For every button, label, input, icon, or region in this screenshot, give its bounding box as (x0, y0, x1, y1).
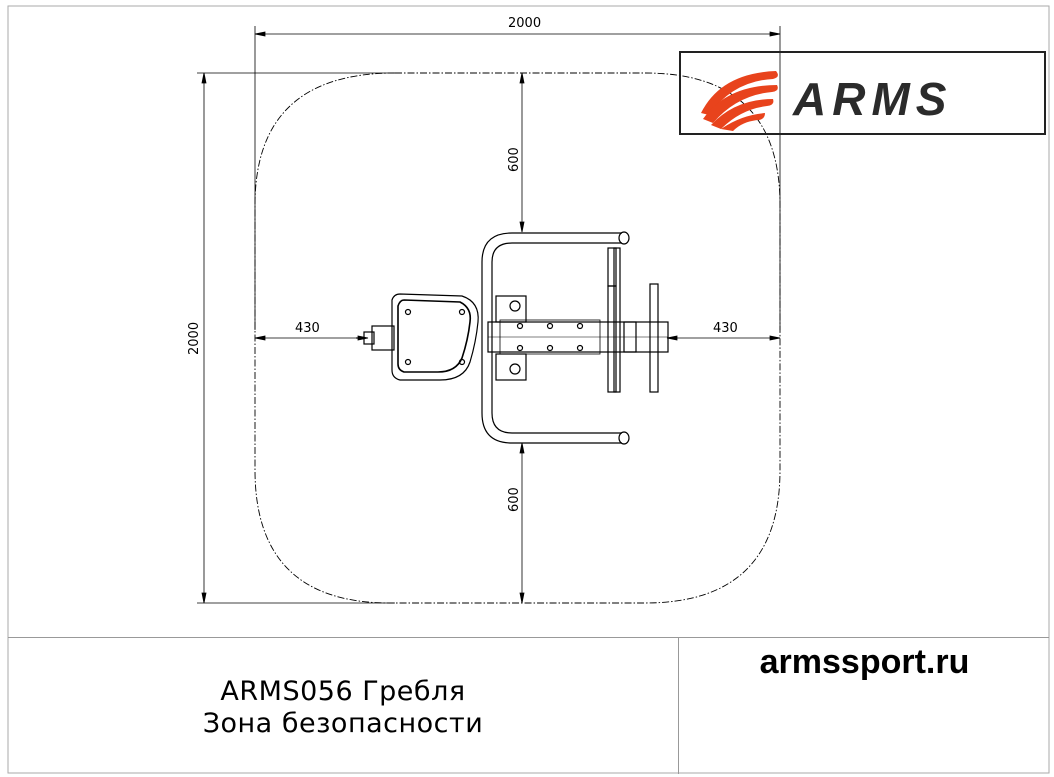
dim-label-top-clearance: 600 (507, 147, 522, 172)
dim-label-right-clearance: 430 (713, 321, 738, 336)
website-link[interactable]: armssport.ru (759, 642, 970, 681)
dim-label-left-height: 2000 (187, 322, 202, 355)
dimension-left-height (197, 72, 395, 604)
title-block: ARMS056 Гребля Зона безопасности armsspo… (8, 637, 1049, 774)
dimension-top-width (254, 26, 781, 330)
caption-model-title: ARMS056 Гребля (220, 676, 466, 707)
dim-label-top-width: 2000 (508, 16, 541, 31)
caption-safety-zone-title: Зона безопасности (202, 708, 484, 739)
brand-logo-box: ARMS (679, 51, 1046, 135)
dimension-left-clearance (254, 335, 369, 341)
dimension-bottom-clearance (519, 442, 525, 604)
swoosh-emblem-icon (701, 71, 778, 131)
drawing-caption: ARMS056 Гребля Зона безопасности (8, 638, 678, 774)
dim-label-bottom-clearance: 600 (507, 487, 522, 512)
sheet-frame (7, 5, 1050, 774)
arms-logo: ARMS (701, 71, 952, 131)
dim-label-left-clearance: 430 (295, 321, 320, 336)
dimension-right-clearance (666, 335, 781, 341)
safety-zone-outline (254, 72, 781, 604)
rowing-machine-plan (356, 231, 669, 445)
arms-wordmark: ARMS (792, 73, 952, 125)
title-block-divider (678, 638, 679, 774)
dimension-top-clearance (519, 72, 525, 233)
